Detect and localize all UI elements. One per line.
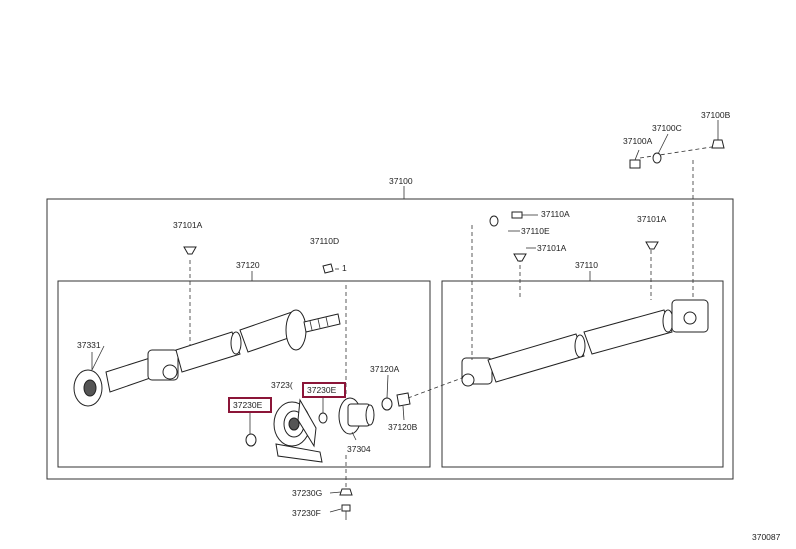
label-37101a-left: 37101A — [173, 220, 203, 230]
label-37110: 37110 — [575, 260, 598, 270]
label-37120b: 37120B — [388, 422, 418, 432]
label-37120a: 37120A — [370, 364, 400, 374]
assembly-37100-frame — [46, 198, 734, 480]
label-37304: 37304 — [347, 444, 371, 454]
highlight-37230e-a — [228, 397, 272, 413]
label-37230f: 37230F — [292, 508, 321, 518]
label-1: 1 — [342, 263, 347, 273]
label-37101a-mid: 37101A — [537, 243, 567, 253]
highlight-37230e-b — [302, 382, 346, 398]
center-support-bearing — [273, 398, 323, 463]
label-37100c: 37100C — [652, 123, 682, 133]
diagram-code: 370087 — [752, 532, 781, 542]
label-37100a: 37100A — [623, 136, 653, 146]
front-propeller-shaft — [73, 260, 347, 407]
label-37230g: 37230G — [292, 488, 322, 498]
rear-shaft-37110-frame — [441, 280, 724, 468]
label-37101a-right: 37101A — [637, 214, 667, 224]
label-37120: 37120 — [236, 260, 260, 270]
front-shaft-37120-frame — [57, 280, 431, 468]
label-37110e: 37110E — [521, 226, 550, 236]
rear-propeller-shaft — [461, 145, 719, 387]
label-37230e-a: 37230E — [233, 400, 263, 410]
label-37100b: 37100B — [701, 110, 731, 120]
label-37230e-b: 37230E — [307, 385, 337, 395]
label-37100: 37100 — [389, 176, 413, 186]
label-37331: 37331 — [77, 340, 101, 350]
label-37110a: 37110A — [541, 209, 570, 219]
label-37230: 3723( — [271, 380, 293, 390]
label-37110d: 37110D — [310, 236, 339, 246]
